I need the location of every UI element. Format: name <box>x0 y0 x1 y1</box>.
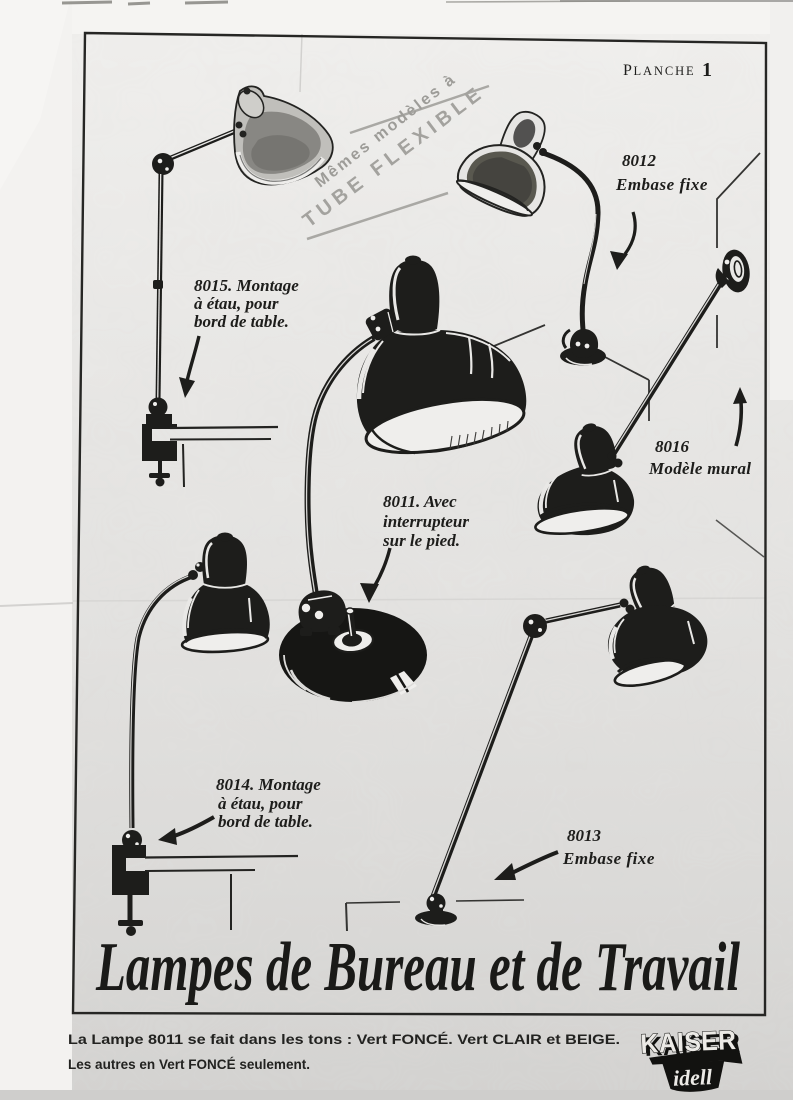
svg-text:1: 1 <box>702 59 712 81</box>
svg-text:8016: 8016 <box>655 437 690 456</box>
svg-text:8015. Montage: 8015. Montage <box>194 276 299 295</box>
svg-text:Les autres en Vert FONCÉ seule: Les autres en Vert FONCÉ seulement. <box>68 1057 310 1072</box>
svg-text:8013: 8013 <box>567 826 602 845</box>
svg-text:Embase fixe: Embase fixe <box>562 849 655 868</box>
svg-text:interrupteur: interrupteur <box>383 512 469 531</box>
svg-text:bord de table.: bord de table. <box>194 312 289 331</box>
svg-text:sur le pied.: sur le pied. <box>382 531 460 550</box>
svg-text:8012: 8012 <box>622 151 657 170</box>
svg-text:KAISER: KAISER <box>644 1028 741 1062</box>
svg-text:Embase fixe: Embase fixe <box>615 175 708 194</box>
svg-text:8011. Avec: 8011. Avec <box>383 492 457 511</box>
svg-text:Modèle mural: Modèle mural <box>648 459 751 478</box>
svg-text:Lampes de Bureau et de Travail: Lampes de Bureau et de Travail <box>95 929 740 1006</box>
svg-text:bord de table.: bord de table. <box>218 812 313 831</box>
svg-text:à étau, pour: à étau, pour <box>218 794 303 813</box>
svg-text:KAISER: KAISER <box>640 1025 737 1059</box>
svg-text:à étau, pour: à étau, pour <box>194 294 279 313</box>
svg-text:idell: idell <box>672 1064 713 1091</box>
svg-text:PLANCHE: PLANCHE <box>623 62 696 79</box>
svg-text:8014. Montage: 8014. Montage <box>216 775 321 794</box>
svg-text:La Lampe 8011 se fait dans les: La Lampe 8011 se fait dans les tons : Ve… <box>68 1032 620 1047</box>
